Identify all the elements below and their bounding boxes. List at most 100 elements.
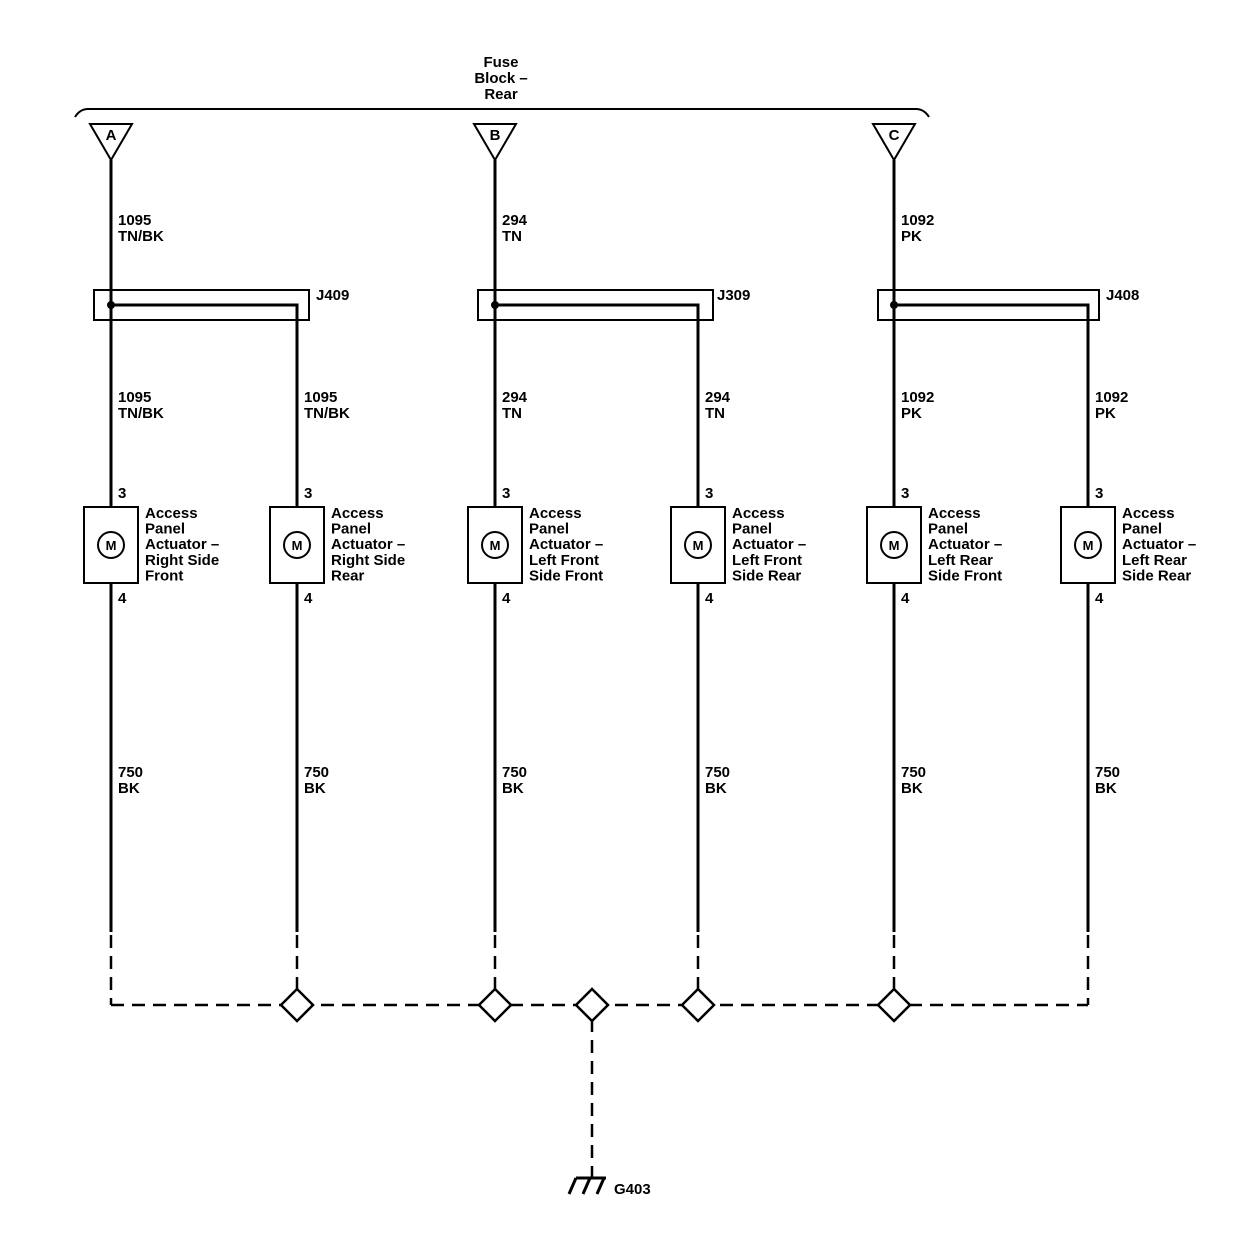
feed-wire-a-color: TN/BK bbox=[118, 228, 164, 245]
actuator-box bbox=[866, 506, 922, 584]
actuator-name-line: Left Rear bbox=[928, 552, 993, 569]
actuator-box bbox=[1060, 506, 1116, 584]
actuator-name-line: Access bbox=[1122, 505, 1175, 522]
motor-icon bbox=[97, 531, 125, 559]
motor-label: M bbox=[106, 538, 117, 553]
fuse-block-line-3: Rear bbox=[484, 86, 518, 103]
actuator-ground-color: BK bbox=[1095, 780, 1117, 797]
actuator-name-line: Actuator – bbox=[928, 536, 1002, 553]
actuator-pin-top: 3 bbox=[118, 485, 126, 502]
actuator-pin-bottom: 4 bbox=[304, 590, 313, 607]
motor-label: M bbox=[693, 538, 704, 553]
fuse-block-label: Fuse Block – Rear bbox=[474, 54, 527, 103]
actuator-name-line: Actuator – bbox=[732, 536, 806, 553]
actuator-wire-circuit: 294 bbox=[502, 389, 528, 406]
feed-wire-b-color: TN bbox=[502, 228, 522, 245]
actuator-name-line: Right Side bbox=[331, 552, 405, 569]
fuse-terminal-b: B bbox=[472, 123, 518, 162]
actuator-ground-circuit: 750 bbox=[1095, 764, 1120, 781]
motor-icon bbox=[481, 531, 509, 559]
actuator-box bbox=[83, 506, 139, 584]
actuator-pin-top: 3 bbox=[705, 485, 713, 502]
actuator-name-line: Panel bbox=[732, 521, 772, 538]
motor-label: M bbox=[292, 538, 303, 553]
actuator-pin-top: 3 bbox=[901, 485, 909, 502]
feed-wire-b-circuit: 294 bbox=[502, 212, 528, 229]
actuator-ground-circuit: 750 bbox=[118, 764, 143, 781]
splice-connector-j409: J409 bbox=[93, 287, 349, 321]
actuator-wire-circuit: 1092 bbox=[901, 389, 934, 406]
feed-wire-label-b: 294 TN bbox=[502, 212, 528, 245]
ground-bus bbox=[111, 1003, 1088, 1178]
fuse-block-line-1: Fuse bbox=[483, 54, 518, 71]
actuator-name-line: Access bbox=[331, 505, 384, 522]
actuator-box bbox=[670, 506, 726, 584]
motor-icon bbox=[684, 531, 712, 559]
actuator-pin-top: 3 bbox=[502, 485, 510, 502]
splice-connector-j409-label: J409 bbox=[316, 287, 349, 304]
splice-connector-j408: J408 bbox=[877, 287, 1139, 321]
actuator-pin-top: 3 bbox=[1095, 485, 1103, 502]
ground-label: G403 bbox=[614, 1181, 651, 1198]
fuse-block-bracket bbox=[74, 108, 930, 118]
feed-wire-a-circuit: 1095 bbox=[118, 212, 151, 229]
fuse-terminal-c-label: C bbox=[889, 127, 900, 144]
ground-splice-diamond bbox=[574, 987, 610, 1023]
actuator-name-line: Left Rear bbox=[1122, 552, 1187, 569]
actuator-name-line: Side Front bbox=[529, 567, 603, 584]
actuator-ground-circuit: 750 bbox=[304, 764, 329, 781]
actuator-name-line: Access bbox=[928, 505, 981, 522]
fuse-terminal-a: A bbox=[88, 123, 134, 162]
actuator-name-line: Access bbox=[732, 505, 785, 522]
motor-icon bbox=[880, 531, 908, 559]
splice-connector-j309: J309 bbox=[477, 287, 750, 321]
actuator-name-line: Actuator – bbox=[529, 536, 603, 553]
motor-icon bbox=[283, 531, 311, 559]
splice-connector-j408-label: J408 bbox=[1106, 287, 1139, 304]
actuator-wire-circuit: 1095 bbox=[304, 389, 337, 406]
actuator-ground-circuit: 750 bbox=[901, 764, 926, 781]
actuator-ground-color: BK bbox=[118, 780, 140, 797]
actuator-wire-color: TN bbox=[502, 405, 522, 422]
actuator-name-line: Left Front bbox=[732, 552, 802, 569]
feed-wire-label-a: 1095 TN/BK bbox=[118, 212, 164, 245]
actuator-pin-bottom: 4 bbox=[901, 590, 910, 607]
actuator-ground-color: BK bbox=[304, 780, 326, 797]
actuator-wire-color: PK bbox=[901, 405, 922, 422]
actuator-ground-color: BK bbox=[705, 780, 727, 797]
actuator-name-line: Side Rear bbox=[732, 567, 801, 584]
actuator-ground-circuit: 750 bbox=[705, 764, 730, 781]
actuator-wire-color: TN/BK bbox=[118, 405, 164, 422]
actuator-wire-color: TN bbox=[705, 405, 725, 422]
actuator-name-line: Panel bbox=[145, 521, 185, 538]
actuator-name-line: Panel bbox=[529, 521, 569, 538]
actuator-name-line: Side Front bbox=[928, 567, 1002, 584]
actuator-name-line: Actuator – bbox=[145, 536, 219, 553]
actuator-ground-color: BK bbox=[901, 780, 923, 797]
feed-wire-label-c: 1092 PK bbox=[901, 212, 934, 245]
actuator-name-line: Actuator – bbox=[331, 536, 405, 553]
ground-splice-diamond bbox=[279, 987, 315, 1023]
actuator-pin-bottom: 4 bbox=[118, 590, 127, 607]
actuator-wire-circuit: 1095 bbox=[118, 389, 151, 406]
actuator-name-line: Actuator – bbox=[1122, 536, 1196, 553]
fuse-terminal-a-label: A bbox=[106, 127, 117, 144]
motor-label: M bbox=[1083, 538, 1094, 553]
ground-symbol: G403 bbox=[567, 1176, 651, 1198]
actuator-wire-circuit: 1092 bbox=[1095, 389, 1128, 406]
actuator-ground-circuit: 750 bbox=[502, 764, 527, 781]
actuator-name-line: Access bbox=[145, 505, 198, 522]
motor-label: M bbox=[490, 538, 501, 553]
actuator-name-line: Access bbox=[529, 505, 582, 522]
actuator-pin-top: 3 bbox=[304, 485, 312, 502]
splice-connector-j309-label: J309 bbox=[717, 287, 750, 304]
actuator-ground-color: BK bbox=[502, 780, 524, 797]
actuator-name-line: Right Side bbox=[145, 552, 219, 569]
actuator-pin-bottom: 4 bbox=[705, 590, 714, 607]
fuse-terminal-b-label: B bbox=[490, 127, 501, 144]
